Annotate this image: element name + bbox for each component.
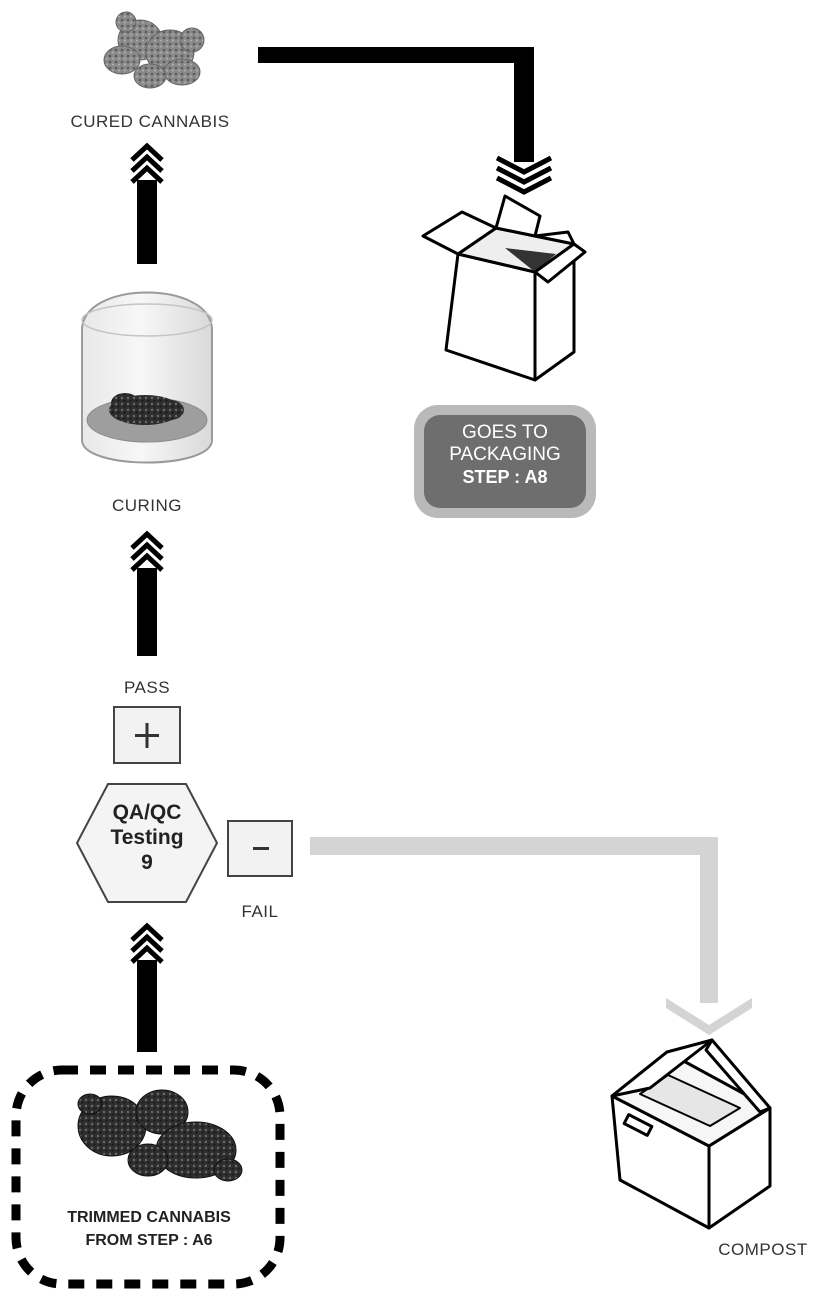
curing-jar-icon [82, 293, 212, 463]
fail-label: FAIL [225, 902, 295, 922]
arrow-to-compost [310, 837, 752, 1035]
cured-cannabis-icon [104, 12, 204, 88]
packaging-text: GOES TO PACKAGING STEP : A8 [423, 422, 587, 488]
packaging-line-2: PACKAGING [423, 444, 587, 466]
qaqc-line-2: Testing [78, 825, 216, 850]
packaging-line-1: GOES TO [423, 422, 587, 444]
curing-label: CURING [87, 496, 207, 516]
packaging-step: STEP : A8 [423, 466, 587, 488]
minus-icon [253, 847, 269, 850]
arrow-qaqc-to-curing [132, 534, 162, 656]
compost-label: COMPOST [704, 1240, 822, 1260]
qaqc-line-3: 9 [78, 850, 216, 875]
pass-plus-box [114, 707, 180, 763]
arrow-trimmed-to-qaqc [132, 926, 162, 1052]
trimmed-line-2: FROM STEP : A6 [18, 1229, 280, 1252]
arrow-curing-to-cured [132, 146, 162, 264]
qaqc-line-1: QA/QC [78, 800, 216, 825]
fail-minus-box [228, 821, 292, 876]
trimmed-line-1: TRIMMED CANNABIS [18, 1206, 280, 1229]
cured-cannabis-label: CURED CANNABIS [40, 112, 260, 132]
trimmed-cannabis-icon [78, 1090, 242, 1181]
arrow-to-packaging [258, 47, 551, 192]
qaqc-text: QA/QC Testing 9 [78, 800, 216, 875]
open-box-icon [423, 196, 585, 380]
pass-label: PASS [102, 678, 192, 698]
compost-bin-icon [612, 1040, 770, 1228]
trimmed-cannabis-text: TRIMMED CANNABIS FROM STEP : A6 [18, 1206, 280, 1252]
